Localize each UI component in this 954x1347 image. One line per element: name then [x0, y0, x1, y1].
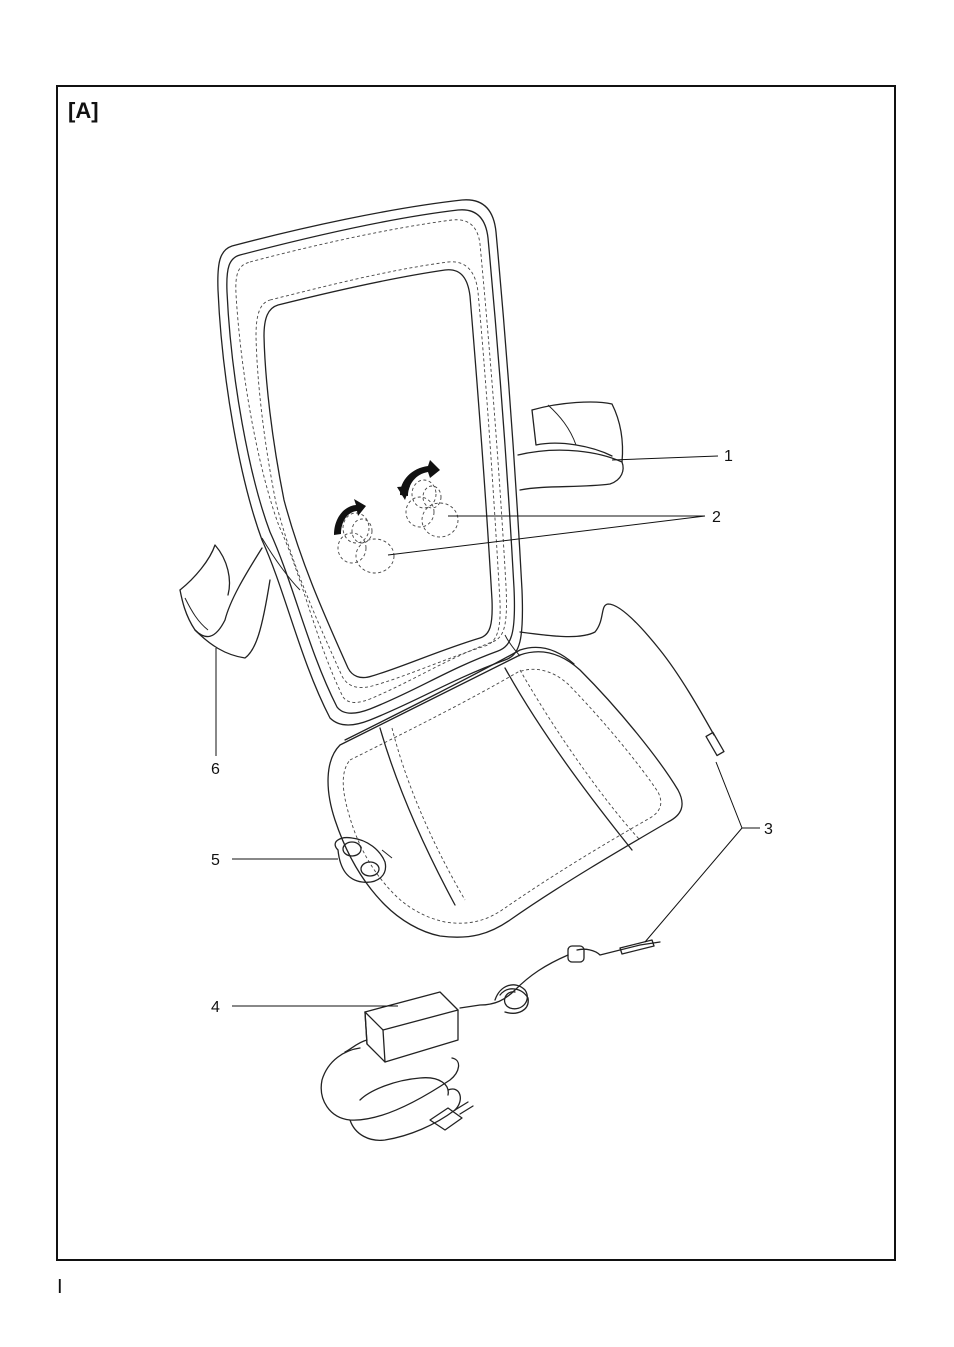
callout-2: 2: [712, 509, 721, 526]
strap-right: [518, 402, 623, 490]
callout-5: 5: [211, 852, 220, 869]
seat-cushion: [328, 647, 682, 937]
control-switch: [335, 838, 392, 883]
callout-1: 1: [724, 448, 733, 465]
callout-3: 3: [764, 821, 773, 838]
callout-6: 6: [211, 761, 220, 778]
backrest: [218, 200, 523, 725]
callout-4: 4: [211, 999, 220, 1016]
power-adapter: [321, 992, 473, 1140]
massage-heads: [334, 460, 458, 573]
strap-left: [180, 545, 270, 658]
